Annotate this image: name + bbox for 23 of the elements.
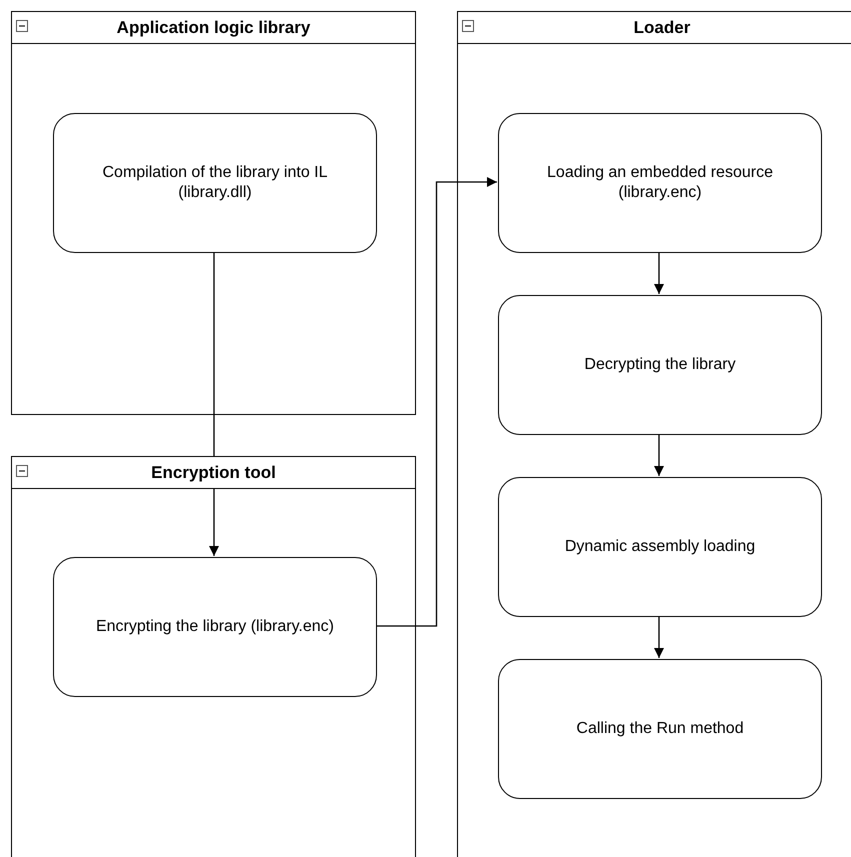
arrow — [209, 252, 219, 556]
swimlane-container — [457, 11, 851, 857]
swimlane-container — [11, 456, 416, 857]
step-text: Encrypting the library (library.enc) — [96, 617, 334, 637]
arrow — [376, 177, 497, 627]
step-text: Calling the Run method — [576, 719, 744, 739]
container-title: Application logic library — [116, 18, 310, 38]
arrow — [654, 434, 664, 476]
process-box — [53, 113, 377, 253]
step-text: Dynamic assembly loading — [564, 537, 756, 557]
container-title: Loader — [634, 18, 690, 38]
step-text: Decrypting the library — [584, 355, 736, 375]
step-text: Compilation of the library into IL (library.dll) — [102, 163, 328, 203]
process-box — [498, 477, 822, 617]
process-box — [498, 659, 822, 799]
container-title: Encryption tool — [151, 462, 276, 482]
process-box — [498, 295, 822, 435]
arrow — [654, 616, 664, 658]
process-box — [53, 557, 377, 697]
process-box — [498, 113, 822, 253]
step-text: Loading an embedded resource (library.enc) — [546, 163, 774, 203]
swimlane-container — [11, 11, 416, 415]
arrow — [654, 252, 664, 294]
